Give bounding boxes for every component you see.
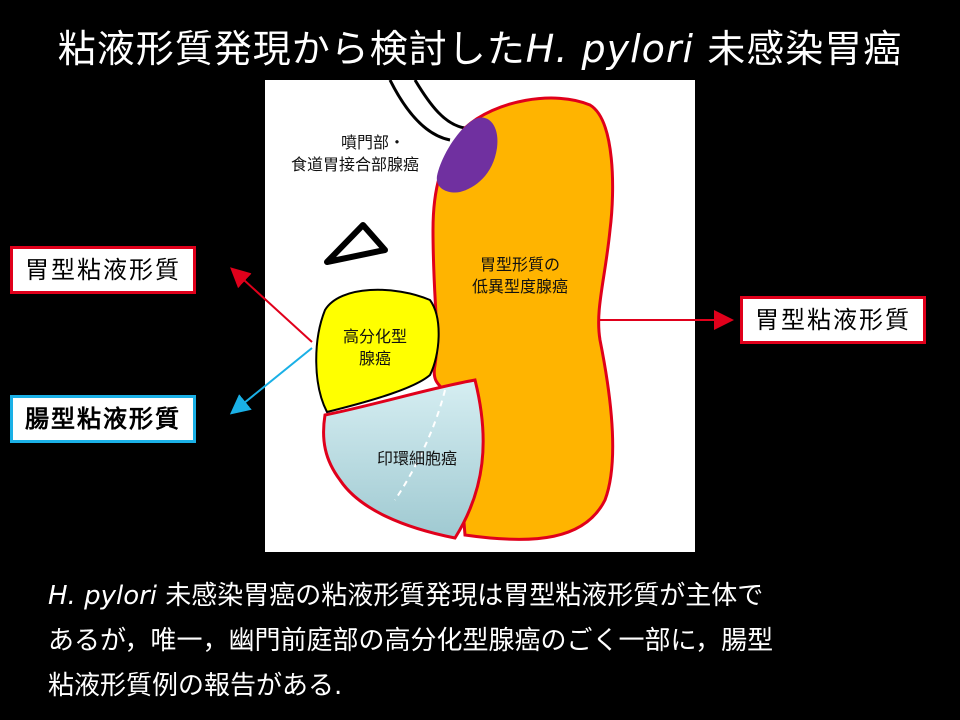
gastric-type-label: 胃型形質の 低異型度腺癌 (445, 254, 595, 298)
gastric-label-line2: 低異型度腺癌 (471, 277, 568, 296)
triangle-outline (324, 222, 388, 265)
signet-label: 印環細胞癌 (376, 449, 457, 468)
cardia-region (436, 117, 498, 193)
caption-line2: あるが，唯一，幽門前庭部の高分化型腺癌のごく一部に，腸型 (48, 626, 774, 656)
well-diff-region (315, 288, 440, 414)
callout-intestinal-left: 腸型粘液形質 (10, 395, 196, 443)
caption-line3: 粘液形質例の報告がある. (48, 671, 343, 701)
stomach-svg (315, 80, 615, 541)
cardia-label: 噴門部・ 食道胃接合部腺癌 (265, 132, 445, 176)
cardia-label-line1: 噴門部・ (340, 133, 405, 152)
slide-title: 粘液形質発現から検討したH. pylori 未感染胃癌 (0, 18, 960, 73)
esophagus-outer-line (388, 80, 451, 142)
caption-line1: H. pylori 未感染胃癌の粘液形質発現は胃型粘液形質が主体で (48, 574, 928, 619)
signet-region (322, 378, 485, 540)
esophagus-inner-line (413, 80, 466, 130)
caption-italic: H. pylori (48, 581, 158, 611)
title-suffix: 未感染胃癌 (694, 27, 903, 71)
caption-line1-rest: 未感染胃癌の粘液形質発現は胃型粘液形質が主体で (157, 581, 764, 611)
arrow-blue-left (229, 347, 313, 415)
callout-gastric-right: 胃型粘液形質 (740, 296, 926, 344)
cardia-label-line2: 食道胃接合部腺癌 (290, 155, 419, 174)
well-diff-label-line2: 腺癌 (358, 349, 391, 368)
well-diff-label-line1: 高分化型 (342, 327, 407, 346)
stomach-diagram: 噴門部・ 食道胃接合部腺癌 胃型形質の 低異型度腺癌 高分化型 腺癌 印環細胞癌 (265, 80, 695, 552)
arrow-red-left (230, 267, 313, 343)
slide-caption: H. pylori 未感染胃癌の粘液形質発現は胃型粘液形質が主体で あるが，唯一… (48, 574, 928, 709)
title-prefix: 粘液形質発現から検討した (57, 27, 526, 71)
callout-gastric-left: 胃型粘液形質 (10, 246, 196, 294)
gastric-label-line1: 胃型形質の (479, 255, 560, 274)
signet-dashed-line (394, 389, 446, 501)
title-italic: H. pylori (525, 27, 695, 71)
well-diff-label: 高分化型 腺癌 (320, 326, 430, 370)
